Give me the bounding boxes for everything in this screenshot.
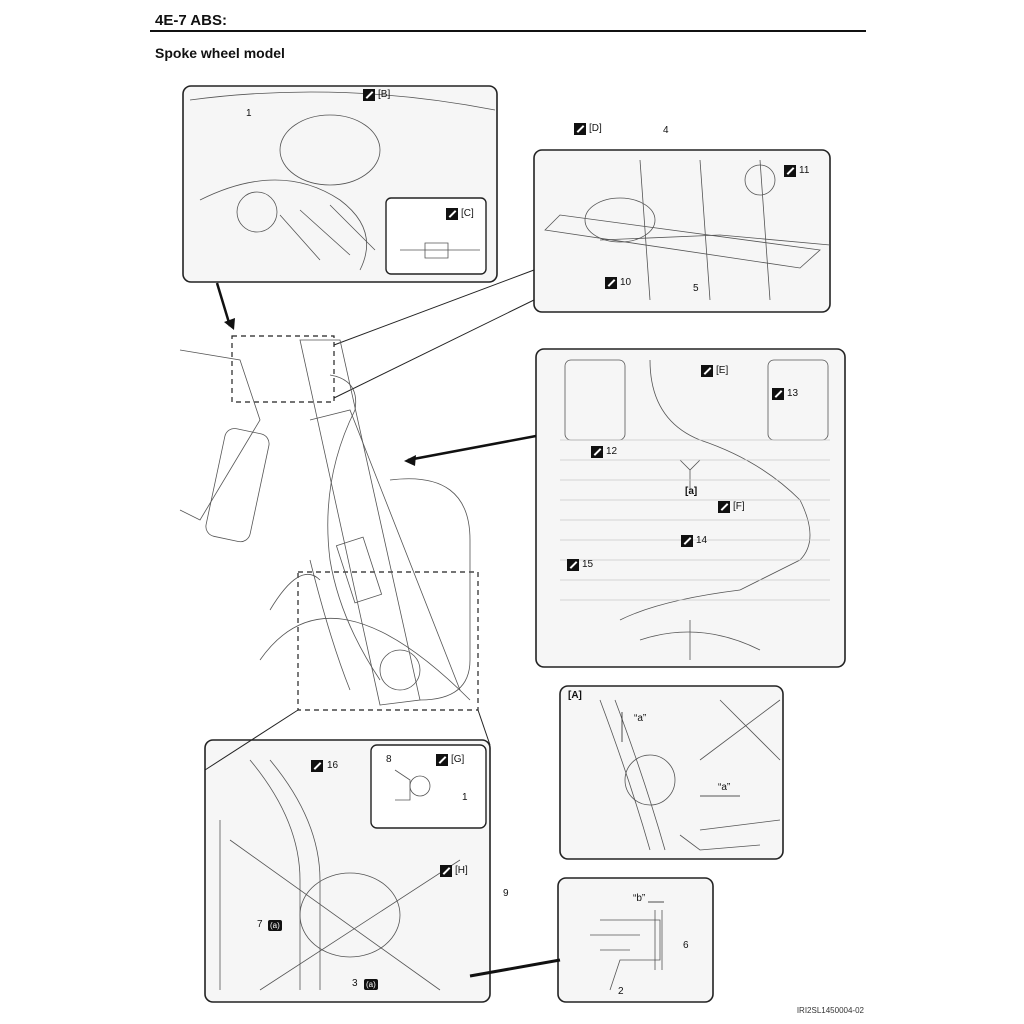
adhesive-icon [591, 446, 603, 458]
callout-A: [A] [568, 690, 582, 701]
page-header: 4E-7 ABS: [155, 12, 227, 29]
torque-mark-icon: (a) [268, 920, 282, 931]
callout-E: [E] [716, 365, 729, 376]
zoom-box-top [231, 335, 335, 403]
adhesive-icon [574, 123, 586, 135]
panel-detail-a [559, 685, 784, 860]
callout-1-inset: 1 [462, 792, 468, 803]
callout-H: [H] [455, 865, 468, 876]
callout-6: 6 [683, 940, 689, 951]
callout-3: 3 [352, 978, 358, 989]
header-rule [150, 30, 866, 32]
adhesive-icon [718, 501, 730, 513]
callout-9: 9 [503, 888, 509, 899]
callout-1: 1 [246, 108, 252, 119]
panel-top-right [533, 149, 831, 313]
callout-7: 7 [257, 919, 263, 930]
callout-D: [D] [589, 123, 602, 134]
callout-14: 14 [696, 535, 708, 546]
front-fork-sketch [179, 339, 471, 706]
callout-11: 11 [799, 165, 810, 176]
callout-12: 12 [606, 446, 618, 457]
callout-5: 5 [693, 283, 699, 294]
adhesive-icon [701, 365, 713, 377]
inset-g [370, 744, 487, 829]
panel-detail-b [557, 877, 714, 1003]
callout-8: 8 [386, 754, 392, 765]
dimension-a-top: “a” [634, 713, 647, 724]
adhesive-icon [436, 754, 448, 766]
callout-G: [G] [451, 754, 465, 765]
inset-c [385, 197, 487, 275]
adhesive-icon [772, 388, 784, 400]
callout-a-view: [a] [685, 486, 698, 497]
adhesive-icon [440, 865, 452, 877]
figure-code: IRI2SL1450004-02 [796, 1006, 864, 1015]
adhesive-icon [446, 208, 458, 220]
callout-4: 4 [663, 125, 669, 136]
callout-16: 16 [327, 760, 339, 771]
callout-10: 10 [620, 277, 632, 288]
adhesive-icon [681, 535, 693, 547]
dimension-b: “b” [633, 893, 646, 904]
callout-C: [C] [461, 208, 474, 219]
torque-mark-icon: (a) [364, 979, 378, 990]
section-subtitle: Spoke wheel model [155, 45, 285, 61]
adhesive-icon [363, 89, 375, 101]
callout-B: [B] [378, 89, 391, 100]
callout-13: 13 [787, 388, 799, 399]
callout-2: 2 [618, 986, 624, 997]
adhesive-icon [567, 559, 579, 571]
adhesive-icon [605, 277, 617, 289]
callout-F: [F] [733, 501, 745, 512]
adhesive-icon [311, 760, 323, 772]
dimension-a-bottom: “a” [718, 782, 731, 793]
callout-15: 15 [582, 559, 594, 570]
adhesive-icon [784, 165, 796, 177]
panel-mid-right [535, 348, 846, 668]
zoom-box-bottom [297, 571, 479, 711]
